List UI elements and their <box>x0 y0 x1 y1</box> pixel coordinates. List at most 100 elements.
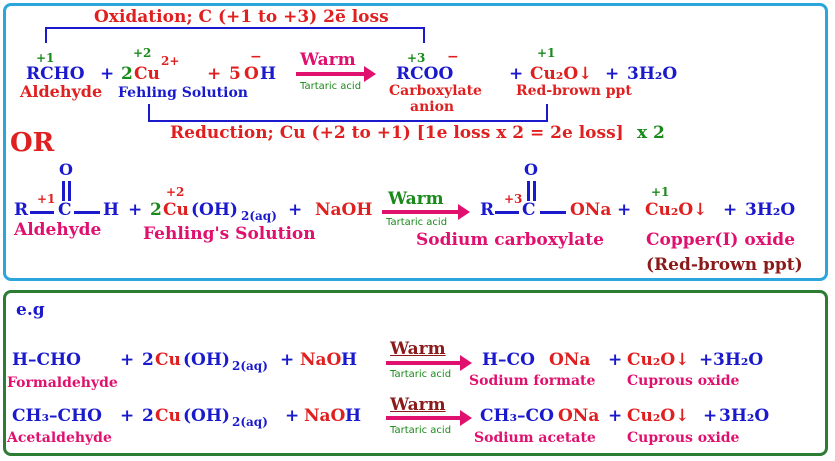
cu-coefficient: 2 <box>150 200 162 220</box>
reagent-hydroxide: (OH) <box>183 406 230 426</box>
bond-line <box>30 211 54 214</box>
reagent-cu: Cu <box>155 406 181 426</box>
naoh-na: NaO <box>304 406 346 426</box>
aldehyde-r: R <box>14 200 29 220</box>
product-formula: H–CO <box>482 350 535 370</box>
oxstate-cu2o: +1 <box>537 46 556 60</box>
reaction-arrow <box>296 72 366 76</box>
plus-sign: + <box>100 64 115 84</box>
bond-line <box>540 211 566 214</box>
cu-symbol: Cu <box>163 200 189 220</box>
plus-sign: + <box>285 406 300 426</box>
cu-ion: Cu <box>134 64 160 84</box>
catalyst-label: Tartaric acid <box>386 217 448 228</box>
plus-sign: + <box>288 200 303 220</box>
oxstate-rcho: +1 <box>36 51 55 65</box>
double-bond <box>527 181 530 201</box>
plus-sign: + <box>703 406 718 426</box>
reaction-arrow <box>382 210 460 214</box>
product-formula: CH₃–CO <box>480 406 554 426</box>
aldehyde-oxygen: O <box>59 160 73 179</box>
oh-coefficient: 5 <box>229 64 241 84</box>
ona-group: ONa <box>570 200 612 220</box>
water-formula: 3H₂O <box>745 200 796 220</box>
reagent-coefficient: 2 <box>142 350 154 370</box>
label-cuprous-oxide: Cuprous oxide <box>627 430 740 446</box>
arrow-head <box>364 66 376 82</box>
aldehyde-carbon: C <box>58 200 72 220</box>
plus-sign: + <box>617 200 632 220</box>
label-sodium-acetate: Sodium acetate <box>474 430 596 446</box>
plus-sign: + <box>608 406 623 426</box>
reagent-subscript: 2(aq) <box>232 415 268 429</box>
label-anion: anion <box>410 99 455 115</box>
rcho-formula: RCHO <box>26 64 85 84</box>
reduction-label: Reduction; Cu (+2 to +1) [1e loss x 2 = … <box>170 123 624 143</box>
oh-hydrogen: H <box>260 64 277 84</box>
plus-sign: + <box>120 350 135 370</box>
reagent-cu: Cu <box>155 350 181 370</box>
plus-sign: + <box>509 64 524 84</box>
aldehyde-hydrogen: H <box>103 200 120 220</box>
oxstate-rcoo: +3 <box>407 51 426 65</box>
cu2o-formula: Cu₂O↓ <box>645 200 708 220</box>
label-cuprous-oxide: Cuprous oxide <box>627 373 740 389</box>
catalyst-label: Tartaric acid <box>390 425 452 436</box>
warm-condition: Warm <box>390 339 446 359</box>
arrow-head <box>458 204 470 220</box>
acetaldehyde-formula: CH₃–CHO <box>12 406 102 426</box>
label-fehling: Fehling Solution <box>118 85 248 101</box>
cu-hydroxide: (OH) <box>191 200 238 220</box>
label-oxide: Copper(I) oxide <box>646 230 796 250</box>
reduction-bracket <box>148 104 548 122</box>
or-label: OR <box>10 128 55 158</box>
warm-condition: Warm <box>300 50 356 70</box>
oxidation-label: Oxidation; C (+1 to +3) 2e̅ loss <box>90 9 393 26</box>
carboxylate-carbon: C <box>522 200 536 220</box>
label-fehling: Fehling's Solution <box>143 224 316 244</box>
examples-title: e.g <box>16 300 45 320</box>
water-formula: 3H₂O <box>627 64 678 84</box>
plus-sign: + <box>280 350 295 370</box>
reagent-subscript: 2(aq) <box>232 359 268 373</box>
rcoo-formula: RCOO <box>396 64 454 84</box>
warm-condition: Warm <box>388 189 444 209</box>
plus-sign: + <box>723 200 738 220</box>
reaction-arrow <box>386 361 462 365</box>
label-ppt: (Red-brown ppt) <box>646 255 803 275</box>
label-formaldehyde: Formaldehyde <box>7 375 118 391</box>
oxstate-cu2o: +1 <box>651 185 670 199</box>
naoh-na: NaO <box>300 350 342 370</box>
plus-sign: + <box>128 200 143 220</box>
double-bond <box>62 181 65 201</box>
mechanism-box <box>3 3 828 281</box>
oxstate-c1: +1 <box>37 192 56 206</box>
double-bond <box>533 181 536 201</box>
cu-coefficient: 2 <box>121 64 133 84</box>
label-aldehyde: Aldehyde <box>20 82 103 101</box>
reaction-arrow <box>386 416 462 420</box>
reagent-coefficient: 2 <box>142 406 154 426</box>
catalyst-label: Tartaric acid <box>390 369 452 380</box>
cu-subscript: 2(aq) <box>241 209 277 223</box>
label-carboxylate: Sodium carboxylate <box>416 230 604 250</box>
carboxylate-oxygen: O <box>524 160 538 179</box>
oxidation-bracket <box>45 27 425 43</box>
bond-line <box>74 211 100 214</box>
naoh-formula: NaOH <box>315 200 373 220</box>
cu2o-formula: Cu₂O↓ <box>627 350 690 370</box>
plus-sign: + <box>605 64 620 84</box>
label-acetaldehyde: Acetaldehyde <box>7 430 112 446</box>
naoh-h: H <box>345 406 362 426</box>
oxstate-c2: +3 <box>504 192 523 206</box>
label-sodium-formate: Sodium formate <box>469 373 596 389</box>
examples-box <box>3 290 828 456</box>
naoh-h: H <box>341 350 358 370</box>
bond-line <box>495 211 519 214</box>
warm-condition: Warm <box>390 395 446 415</box>
oh-oxygen: O <box>244 64 259 84</box>
carboxylate-r: R <box>480 200 495 220</box>
oxstate-cu: +2 <box>133 46 152 60</box>
formaldehyde-formula: H–CHO <box>12 350 81 370</box>
water-formula: 3H₂O <box>719 406 770 426</box>
